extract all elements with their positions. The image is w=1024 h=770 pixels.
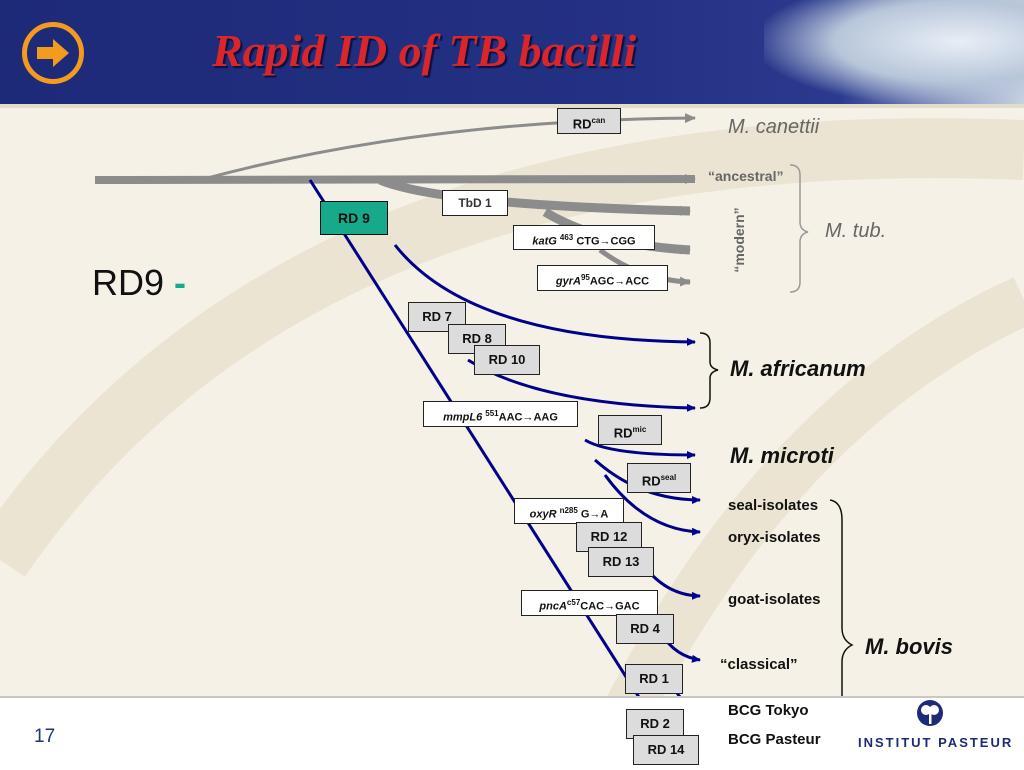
box-oxyr-sup: n285	[559, 506, 578, 515]
box-rdseal: RDseal	[627, 463, 691, 493]
box-rdmic: RDmic	[598, 415, 662, 445]
box-rd9: RD 9	[320, 201, 388, 235]
box-rdmic-label: RD	[613, 425, 633, 441]
box-rd2: RD 2	[626, 709, 684, 739]
label-seal-isolates: seal-isolates	[728, 497, 819, 514]
main-lineage-line	[308, 179, 686, 768]
box-katg: katG 463 CTG→CGG	[513, 225, 655, 250]
box-mmpl6-mut: AAC→AAG	[498, 411, 558, 424]
label-africanum: M. africanum	[730, 356, 866, 381]
box-rd13: RD 13	[588, 547, 654, 577]
box-rdseal-sup: seal	[660, 473, 677, 482]
institut-pasteur-logo-icon	[917, 700, 943, 726]
header-bar: Rapid ID of TB bacilli	[0, 0, 1024, 104]
label-bovis: M. bovis	[865, 634, 954, 659]
box-gyra-gene: gyrA	[555, 275, 581, 288]
box-katg-gene: katG	[532, 235, 557, 248]
trunk-line	[94, 175, 696, 184]
label-classical: “classical”	[720, 656, 798, 673]
box-gyra: gyrA95AGC→ACC	[537, 265, 668, 291]
box-oxyr-gene: oxyR	[529, 508, 557, 521]
box-katg-sup: 463	[559, 233, 574, 242]
bg-arc	[0, 118, 1024, 577]
box-pnca-sup: c57	[566, 598, 581, 607]
header-divider	[0, 104, 1024, 108]
rd9-marker: RD9 -	[92, 262, 186, 304]
brace-tub	[789, 164, 809, 293]
box-oxyr: oxyR n285 G→A	[514, 498, 624, 524]
label-tub: M. tub.	[825, 220, 887, 242]
box-rd4: RD 4	[616, 614, 674, 644]
label-modern: “modern”	[731, 207, 747, 273]
rd9-marker-label: RD9	[92, 262, 165, 303]
box-mmpl6-gene: mmpL6	[443, 411, 483, 424]
branch-oryx	[603, 474, 701, 536]
branch-africanum-1	[393, 244, 696, 346]
box-rdseal-label: RD	[641, 473, 661, 489]
logo-text: INSTITUT PASTEUR	[858, 735, 1014, 750]
label-canettii: M. canettii	[728, 116, 820, 138]
header-photo	[764, 0, 1024, 104]
box-rd10: RD 10	[474, 345, 540, 375]
box-pnca-gene: pncA	[539, 600, 567, 613]
label-ancestral: “ancestral”	[708, 168, 784, 184]
brace-bovis	[829, 499, 854, 768]
box-oxyr-mut: G→A	[580, 508, 609, 521]
arrow-right-icon	[22, 22, 84, 84]
box-gyra-sup: 95	[580, 273, 590, 282]
box-mmpl6-sup: 551	[485, 409, 499, 418]
label-bcg-tokyo: BCG Tokyo	[728, 702, 809, 719]
box-rdmic-sup: mic	[632, 425, 647, 434]
label-goat-isolates: goat-isolates	[728, 591, 821, 608]
label-microti: M. microti	[730, 443, 834, 468]
box-rd14: RD 14	[633, 735, 699, 765]
box-pnca: pncAc57CAC→GAC	[521, 590, 658, 616]
label-bcg-pasteur: BCG Pasteur	[728, 731, 821, 748]
box-rdcan-sup: can	[591, 116, 606, 125]
box-pnca-mut: CAC→GAC	[580, 600, 640, 613]
box-tbd1: TbD 1	[442, 190, 508, 216]
page-number: 17	[34, 726, 56, 747]
box-rd1: RD 1	[625, 664, 683, 694]
brace-africanum	[699, 332, 719, 409]
footer-bar	[0, 696, 1024, 770]
branch-microti	[584, 438, 696, 459]
box-rdcan: RDcan	[557, 108, 621, 134]
slide-title: Rapid ID of TB bacilli	[212, 25, 637, 76]
label-oryx-isolates: oryx-isolates	[728, 529, 821, 546]
rd9-marker-sign: -	[174, 262, 187, 303]
box-gyra-mut: AGC→ACC	[589, 275, 650, 288]
box-mmpl6: mmpL6 551AAC→AAG	[423, 401, 578, 427]
box-rdcan-label: RD	[572, 116, 592, 132]
box-katg-mut: CTG→CGG	[576, 235, 636, 248]
